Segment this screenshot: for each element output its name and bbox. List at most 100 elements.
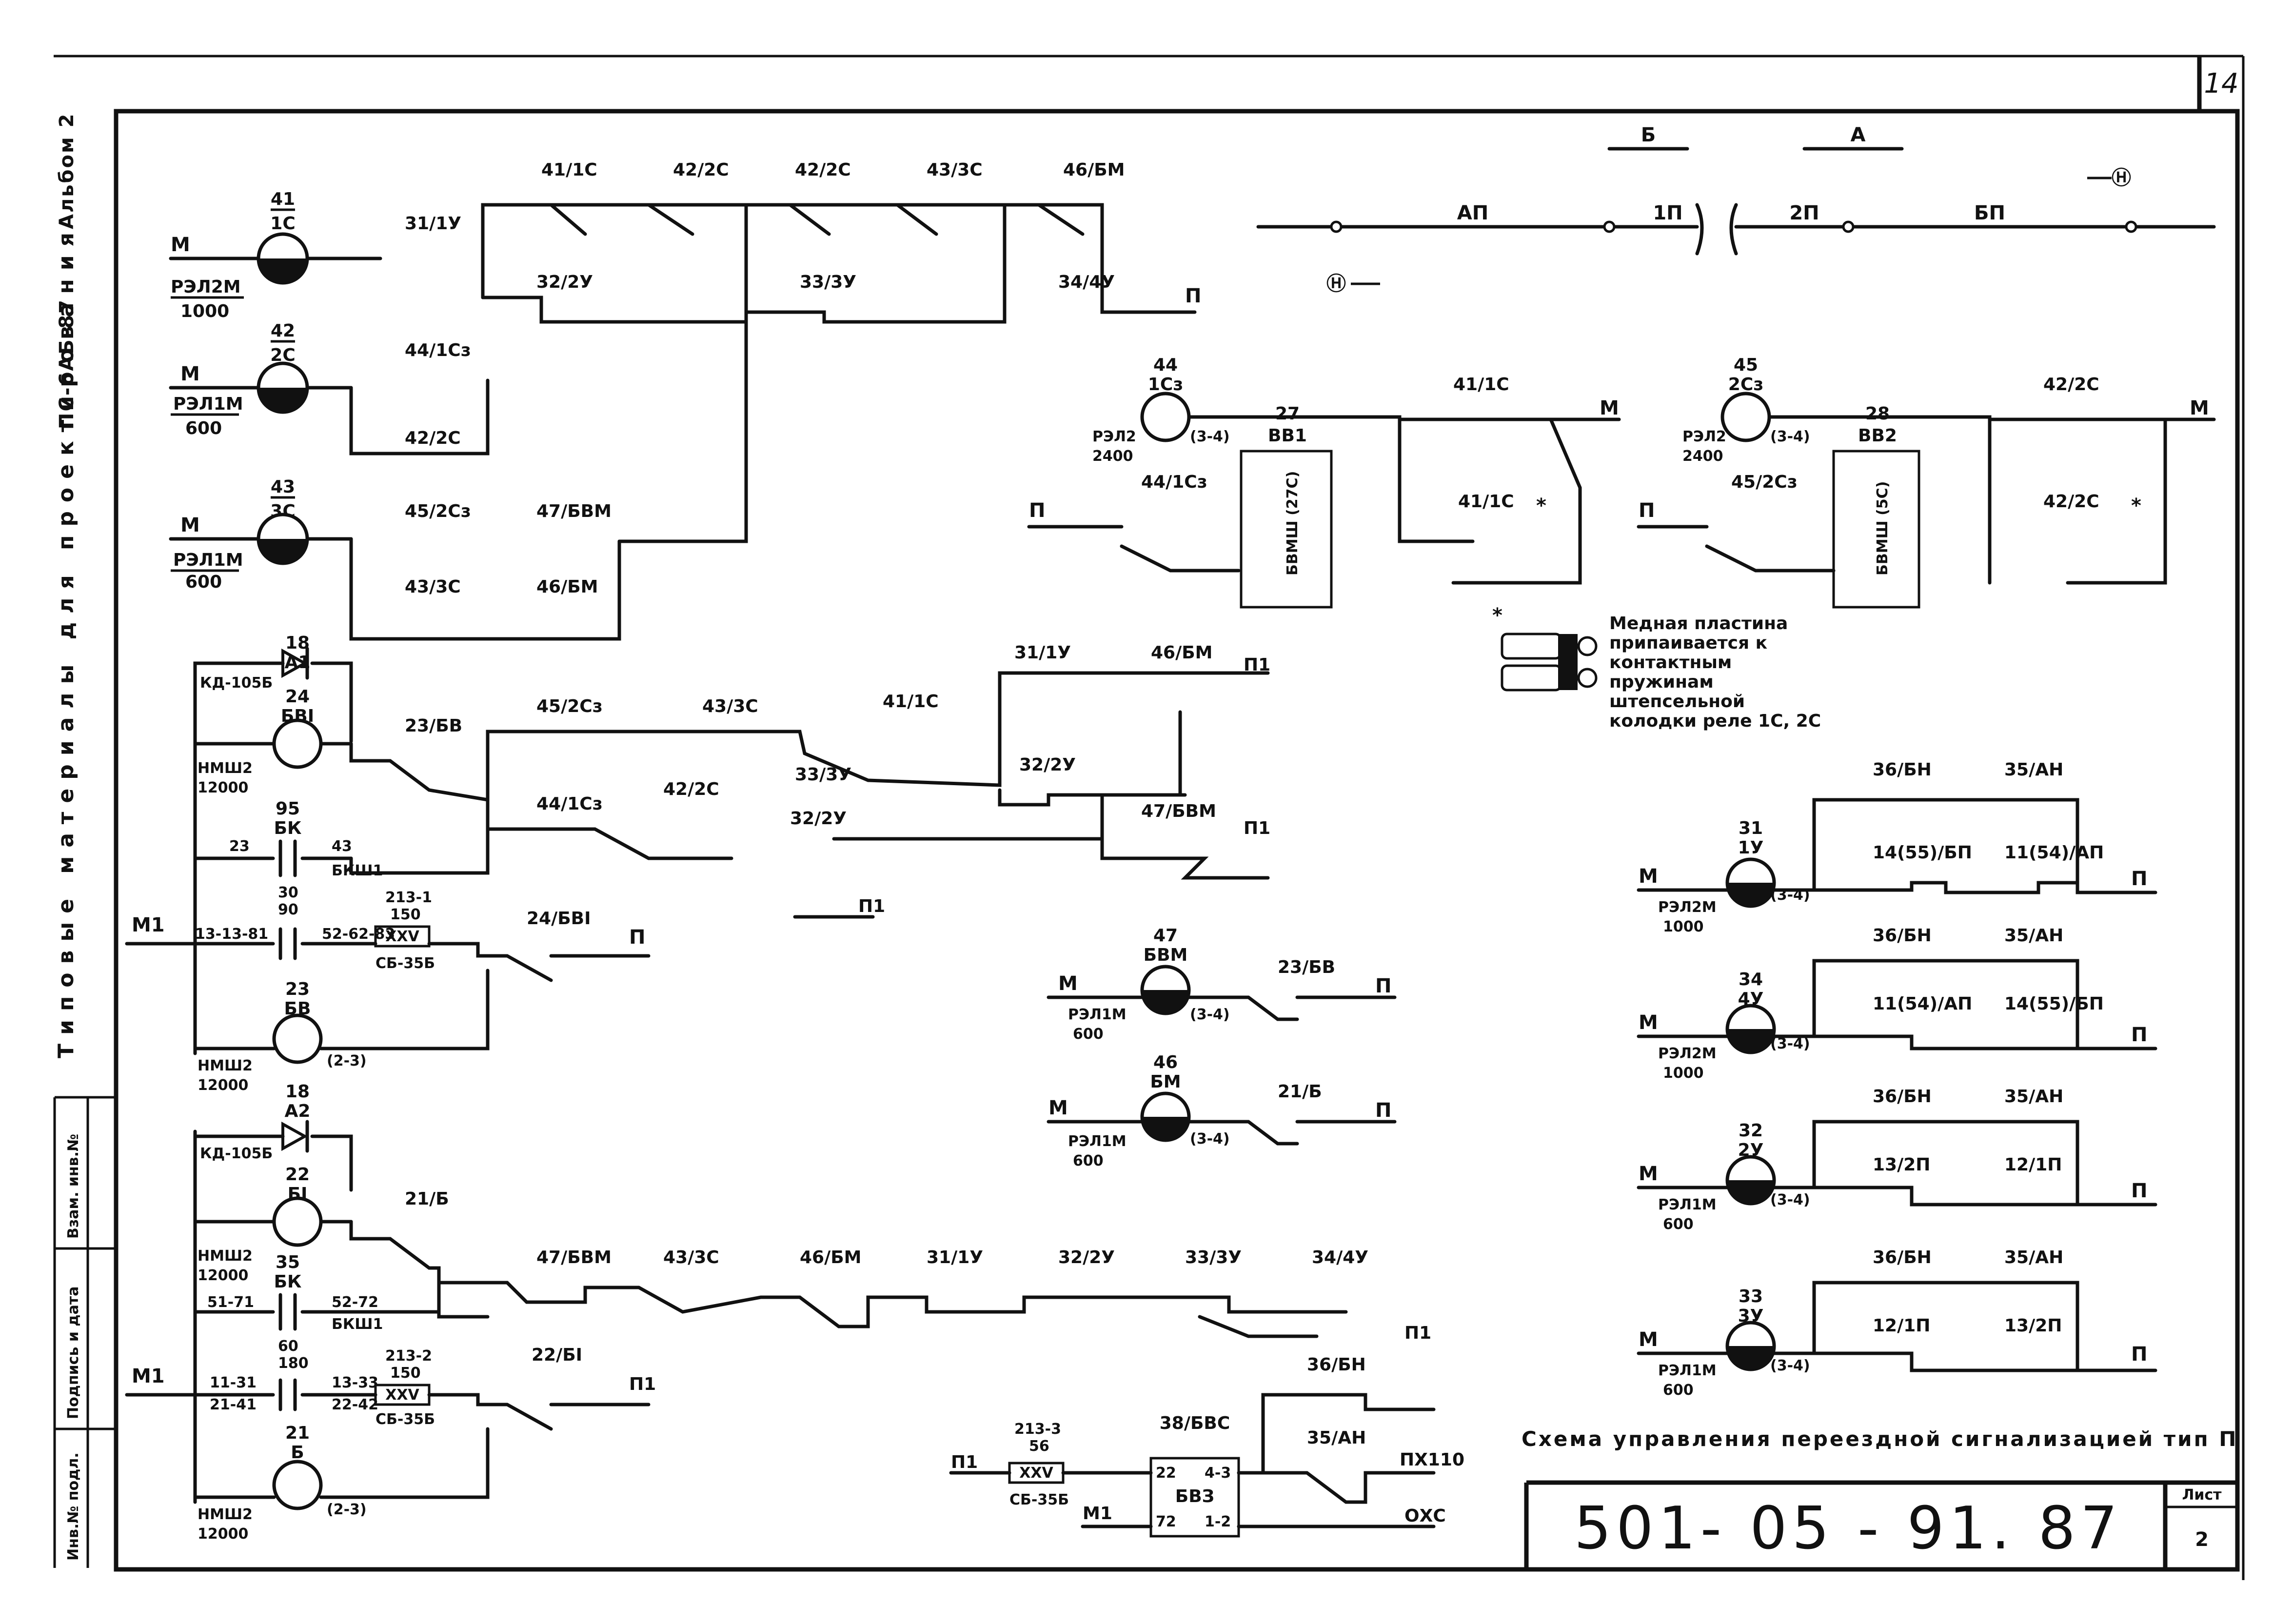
contact-bn-bvs: 36/БН xyxy=(1307,1355,1366,1375)
xfmr-1-num: 213-1 xyxy=(385,889,432,906)
rail-m-bv1: М xyxy=(1600,397,1619,419)
relay-bvm-res: 600 xyxy=(1073,1026,1104,1043)
rail-m-bm: М xyxy=(1048,1097,1068,1119)
copper-plate-note: * Медная пластина припаивается к контакт… xyxy=(1492,604,1821,731)
signal-marker-left: Ⓗ xyxy=(1326,273,1346,295)
relay-bm-type: РЭЛ1М xyxy=(1068,1133,1127,1150)
relay-2cz-name: 2Сз xyxy=(1728,375,1763,395)
rail-m1-bvs: М1 xyxy=(1083,1504,1112,1524)
contact-bi-label: 22/БІ xyxy=(532,1345,582,1365)
side-stamp: Альбом 2 ПС-6АБ-87 Типовые материалы для… xyxy=(53,113,116,1568)
jumper-mark-2: * xyxy=(2131,495,2141,517)
circuit-right-u: 31 1У М РЭЛ2М 1000 (3-4) 36/БН 35/АН 14(… xyxy=(1637,760,2157,1399)
sheet-title: Схема управления переездной сигнализацие… xyxy=(1522,1427,2238,1451)
contact-2u-low: 32/2У xyxy=(1058,1248,1115,1268)
relay-bm-pins: (3-4) xyxy=(1190,1130,1230,1148)
xfmr-2-type: СБ-35Б xyxy=(376,1411,435,1428)
xfmr-3-xxv: XXV xyxy=(1019,1465,1053,1482)
block-bvmsh2-num: 28 xyxy=(1865,404,1890,424)
contact-1c-top: 41/1С xyxy=(541,160,597,180)
relay-bb-res: 12000 xyxy=(198,1077,248,1094)
xfmr-3-val: 56 xyxy=(1029,1438,1049,1455)
relay-bi-res: 12000 xyxy=(198,1267,248,1284)
relay-4u-type: РЭЛ2М xyxy=(1658,1045,1717,1062)
contact-1u-label: 31/1У xyxy=(405,214,461,234)
relay-3c-num: 43 xyxy=(271,477,295,497)
contact-bvm-mid: 47/БВМ xyxy=(1141,801,1216,821)
relay-bvm-num: 47 xyxy=(1153,926,1178,946)
contact-2c-bv2: 42/2С xyxy=(2043,375,2099,395)
note-line-6: колодки реле 1С, 2С xyxy=(1609,711,1821,731)
rail-p-mid: П xyxy=(629,926,645,949)
relay-bb-type: НМШ2 xyxy=(198,1057,253,1074)
circuit-top-left: 41 1С М РЭЛ2М 1000 31/1У 42 2С М РЭЛ1М 6… xyxy=(169,160,1201,641)
circuit-bvmsh-2: 45 2Сз РЭЛ2 2400 (3-4) 28 ВВ2 БВМШ (5С) … xyxy=(1637,355,2216,609)
relay-1u-name: 1У xyxy=(1738,838,1764,858)
stamp-replace: Взам. инв.№ xyxy=(65,1134,82,1239)
contact-b-label: 21/Б xyxy=(405,1189,449,1209)
relay-2cz-pins: (3-4) xyxy=(1770,428,1810,445)
rail-m-1: М xyxy=(171,234,190,256)
contact-3c-top: 43/3С xyxy=(927,160,983,180)
contact-2c-label: 42/2С xyxy=(405,428,461,448)
cap-bk-sub: БКШ1 xyxy=(332,862,383,879)
contact-an-1u: 35/АН xyxy=(2004,760,2063,780)
contact-an-2u: 35/АН xyxy=(2004,1087,2063,1107)
contact-1p-2u: 12/1П xyxy=(2004,1155,2062,1175)
contact-4u-top: 34/4У xyxy=(1058,272,1115,292)
note-line-5: штепсельной xyxy=(1609,692,1745,712)
relay-2u-num: 32 xyxy=(1739,1121,1763,1141)
cap-bk-val2: 90 xyxy=(278,901,298,918)
xfmr-2-val: 150 xyxy=(390,1365,421,1382)
rail-p-top: П xyxy=(1185,285,1201,307)
note-line-3: контактным xyxy=(1609,653,1732,673)
contact-3u-top: 33/3У xyxy=(800,272,856,292)
cap-bk2-left: 51-71 xyxy=(207,1294,254,1311)
note-mark: * xyxy=(1492,604,1502,627)
block-bvs-name: БВЗ xyxy=(1175,1486,1214,1506)
circuit-lower-chain: 47/БВМ 43/3С 46/БМ 31/1У 32/2У 33/3У 34/… xyxy=(437,1248,1431,1343)
relay-3c-res: 600 xyxy=(185,572,222,592)
block-bvmsh1-label: БВМШ (27С) xyxy=(1284,471,1301,575)
note-line-4: пружинам xyxy=(1609,672,1714,692)
rail-p-bm: П xyxy=(1375,1099,1391,1122)
xfmr-1-right: 52-62-83 xyxy=(322,926,395,943)
project-code: ПС-6АБ-87 xyxy=(56,298,78,429)
relay-4u-res: 1000 xyxy=(1663,1065,1704,1082)
contact-1p-3u: 12/1П xyxy=(1873,1316,1930,1336)
signal-marker-right: Ⓗ xyxy=(2112,167,2131,189)
relay-2c-type: РЭЛ1М xyxy=(173,394,243,414)
diode-a2-num: 18 xyxy=(285,1082,310,1102)
xfmr-2-xxv: XXV xyxy=(385,1386,419,1404)
xfmr-2-right2: 22-42 xyxy=(332,1396,378,1413)
contact-4u-low: 34/4У xyxy=(1312,1248,1368,1268)
rail-m-bv2: М xyxy=(2190,397,2209,419)
rail-p-bvm: П xyxy=(1375,975,1391,997)
xfmr-1-left: 13-13-81 xyxy=(195,926,268,943)
relay-bb-pins: (2-3) xyxy=(327,1052,367,1069)
cap-bk-left: 23 xyxy=(229,838,250,855)
xfmr-2-left: 11-31 xyxy=(210,1374,257,1391)
relay-2u-res: 600 xyxy=(1663,1216,1694,1233)
contact-bm-low: 46/БМ xyxy=(800,1248,862,1268)
section-bp: БП xyxy=(1974,202,2005,224)
direction-b: Б xyxy=(1641,124,1656,146)
stamp-signature: Подпись и дата xyxy=(65,1287,82,1419)
rail-oxc: ОХС xyxy=(1404,1506,1446,1526)
cap-bk-right: 43 xyxy=(332,838,352,855)
relay-bb-num: 23 xyxy=(285,979,310,999)
block-bvmsh1-num: 27 xyxy=(1275,404,1300,424)
sheet-number: 2 xyxy=(2195,1528,2209,1551)
contact-2u-top: 32/2У xyxy=(536,272,593,292)
contact-bm-mid: 46/БМ xyxy=(1151,643,1213,663)
rail-p-4u: П xyxy=(2131,1024,2147,1046)
rail-m1-a: М1 xyxy=(132,914,165,936)
contact-bvm-low: 47/БВМ xyxy=(536,1248,612,1268)
contact-bvm-label: 47/БВМ xyxy=(536,501,612,521)
relay-b-res: 12000 xyxy=(198,1525,248,1543)
contact-bvi-label: 24/БВІ xyxy=(527,909,591,929)
contact-2c-bv2b: 42/2С xyxy=(2043,492,2099,512)
xfmr-3-type: СБ-35Б xyxy=(1009,1491,1069,1508)
block-bvc-label: 38/БВС xyxy=(1160,1413,1230,1433)
rail-m-2u: М xyxy=(1639,1163,1658,1185)
